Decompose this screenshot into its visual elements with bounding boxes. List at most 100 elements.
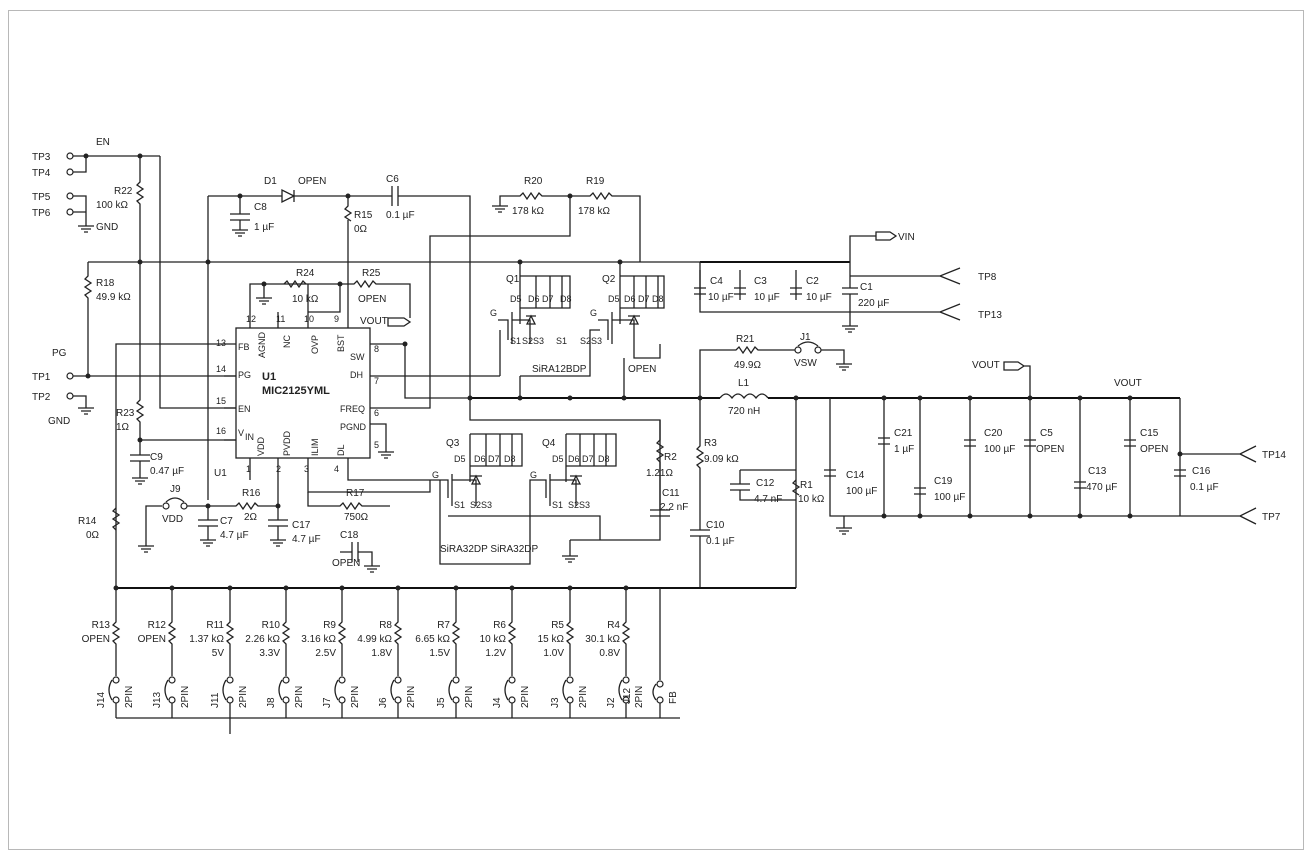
svg-text:S2S3: S2S3 (522, 336, 544, 346)
tp7-terminal: TP7 (1262, 512, 1281, 523)
svg-text:Q3: Q3 (446, 438, 460, 449)
jumper-pin-label: 2PIN (406, 686, 417, 708)
svg-text:D8: D8 (598, 454, 610, 464)
svg-text:D5: D5 (510, 294, 522, 304)
tp1-terminal: TP1 (32, 372, 74, 383)
svg-text:ILIM: ILIM (310, 438, 320, 456)
c10-value: 0.1 µF (706, 536, 735, 547)
svg-text:D6: D6 (474, 454, 486, 464)
vin-net-label: VIN (898, 232, 915, 243)
j12-fb-jumper[interactable]: J12 FB (622, 588, 679, 718)
selector-ref: R13 (92, 620, 111, 631)
svg-text:10: 10 (304, 314, 314, 324)
svg-text:D6: D6 (528, 294, 540, 304)
svg-text:IN: IN (245, 432, 254, 442)
selector-value: 6.65 kΩ (415, 634, 450, 645)
jumper-pin (226, 676, 234, 684)
svg-text:TP6: TP6 (32, 208, 51, 219)
selector-voltage: 3.3V (259, 648, 280, 659)
jumper-link (222, 679, 231, 718)
c8-value: 1 µF (254, 222, 274, 233)
open-q-label: OPEN (628, 364, 656, 375)
r14-value: 0Ω (86, 530, 100, 541)
c15-ref: C15 (1140, 428, 1159, 439)
svg-text:PVDD: PVDD (282, 430, 292, 456)
c18-value: OPEN (332, 558, 360, 569)
c21-ref: C21 (894, 428, 913, 439)
tp6-terminal: TP6 (32, 208, 74, 219)
selector-ref: R5 (551, 620, 564, 631)
en-net-label: EN (96, 137, 110, 148)
selector-value: 2.26 kΩ (245, 634, 280, 645)
svg-text:VDD: VDD (256, 436, 266, 456)
c12-value: 4.7 nF (754, 494, 782, 505)
c1-ref: C1 (860, 282, 873, 293)
r2-ref: R2 (664, 452, 677, 463)
vout-flag-mid: VOUT (972, 360, 1000, 371)
jumper-pin (508, 696, 516, 704)
jumper-pin-label: 2PIN (350, 686, 361, 708)
u1-ic-body (235, 327, 371, 459)
r15-ref: R15 (354, 210, 373, 221)
jumper-ref: J7 (322, 697, 333, 708)
selector-resistor (281, 588, 291, 676)
selector-value: 1.37 kΩ (189, 634, 224, 645)
c15-value: OPEN (1140, 444, 1168, 455)
r21-ref: R21 (736, 334, 755, 345)
selector-ref: R8 (379, 620, 392, 631)
c13-value: 470 µF (1086, 482, 1117, 493)
selector-resistor (507, 588, 517, 676)
selector-value: 15 kΩ (538, 634, 565, 645)
jumper-pin (112, 696, 120, 704)
c12-ref: C12 (756, 478, 775, 489)
c16-ref: C16 (1192, 466, 1211, 477)
svg-text:TP4: TP4 (32, 168, 51, 179)
selector-ref: R12 (148, 620, 167, 631)
jumper-link (390, 679, 399, 718)
c14-value: 100 µF (846, 486, 877, 497)
c4-ref: C4 (710, 276, 723, 287)
svg-text:D7: D7 (542, 294, 554, 304)
svg-text:D8: D8 (652, 294, 664, 304)
svg-text:S1: S1 (454, 500, 465, 510)
vdd-net-label: VDD (162, 514, 183, 525)
c9-ref: C9 (150, 452, 163, 463)
svg-text:PGND: PGND (340, 422, 367, 432)
vout-flag-right: VOUT (1114, 378, 1142, 389)
jumper-pin (338, 676, 346, 684)
svg-text:13: 13 (216, 338, 226, 348)
svg-text:AGND: AGND (257, 331, 267, 358)
selector-resistor (167, 588, 177, 676)
jumper-pin (282, 696, 290, 704)
u1-ref: U1 (262, 371, 276, 383)
r3-ref: R3 (704, 438, 717, 449)
selector-ref: R10 (262, 620, 281, 631)
l1-value: 720 nH (728, 406, 760, 417)
selector-resistor (565, 588, 575, 676)
selector-resistor (621, 588, 631, 676)
d1-value: OPEN (298, 176, 326, 187)
svg-text:15: 15 (216, 396, 226, 406)
svg-text:D6: D6 (568, 454, 580, 464)
svg-text:Q4: Q4 (542, 438, 556, 449)
r25-ref: R25 (362, 268, 381, 279)
svg-text:5: 5 (374, 440, 379, 450)
svg-text:SW: SW (350, 352, 365, 362)
r1-value: 10 kΩ (798, 494, 825, 505)
jumper-link (562, 679, 571, 718)
jumper-pin (112, 676, 120, 684)
selector-ref: R7 (437, 620, 450, 631)
j1-ref: J1 (800, 332, 811, 343)
